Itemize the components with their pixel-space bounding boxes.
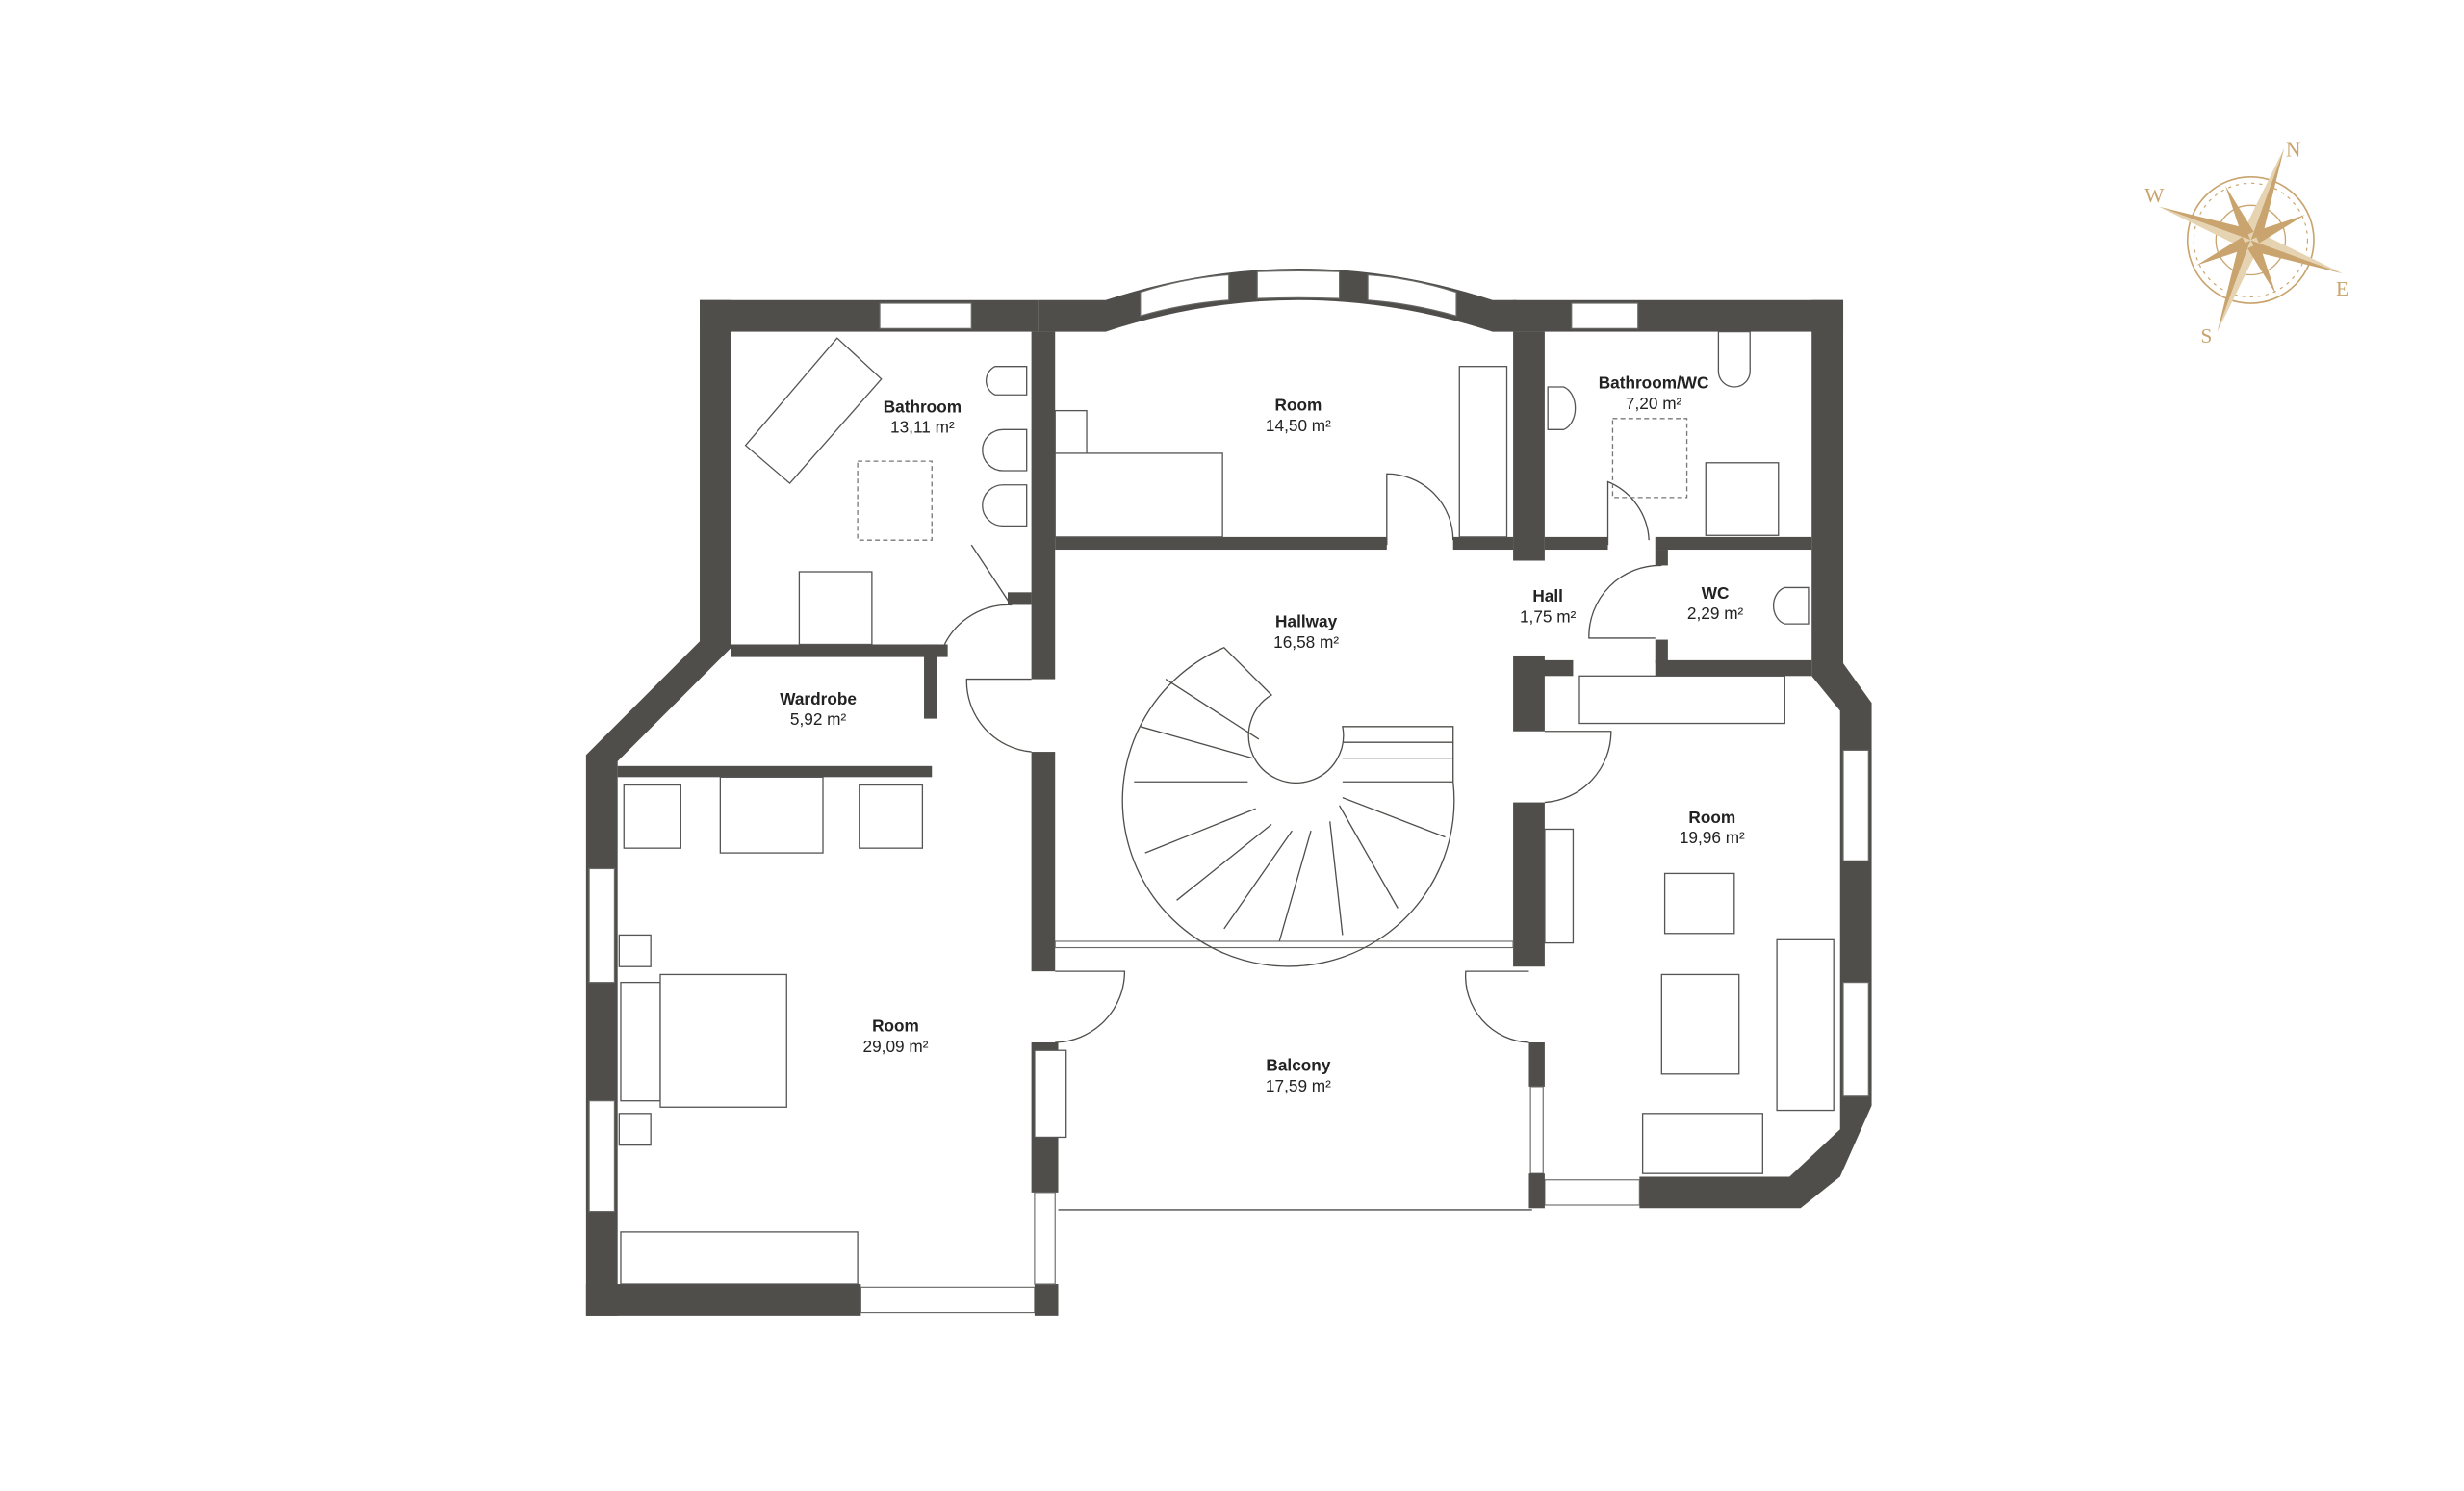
- shower: [798, 571, 873, 646]
- room-area: 7,20 m²: [1626, 394, 1682, 413]
- room-area: 17,59 m²: [1266, 1076, 1331, 1095]
- room-area: 1,75 m²: [1520, 607, 1577, 627]
- room-area: 2,29 m²: [1687, 604, 1744, 623]
- room-area: 19,96 m²: [1680, 828, 1745, 847]
- compass-north: N: [2286, 138, 2300, 161]
- spiral-staircase: [1121, 646, 1455, 967]
- room-name: Room: [1688, 808, 1735, 827]
- compass-rose-icon: N E S W: [2144, 138, 2348, 347]
- compass-west: W: [2144, 184, 2165, 207]
- doors: [943, 473, 1662, 1043]
- room-area: 5,92 m²: [790, 709, 847, 729]
- room-name: Wardrobe: [780, 689, 857, 708]
- furniture: [618, 330, 1835, 1285]
- room-name: Bathroom/WC: [1599, 373, 1709, 393]
- room-area: 16,58 m²: [1273, 632, 1339, 652]
- bathtub: [744, 337, 883, 485]
- room-area: 13,11 m²: [890, 418, 955, 437]
- room-name: Room: [1275, 396, 1322, 415]
- room-labels: Bathroom 13,11 m² Room 14,50 m² Bathroom…: [780, 373, 1745, 1095]
- room-area: 29,09 m²: [863, 1037, 929, 1056]
- room-area: 14,50 m²: [1266, 416, 1331, 435]
- wardrobe-closet: [620, 1231, 859, 1285]
- room-name: WC: [1702, 583, 1730, 603]
- room-name: Hallway: [1275, 611, 1338, 630]
- compass-south: S: [2200, 324, 2212, 347]
- room-name: Bathroom: [884, 397, 962, 416]
- room-name: Balcony: [1266, 1056, 1330, 1075]
- compass-east: E: [2336, 277, 2348, 300]
- room-name: Room: [872, 1016, 919, 1036]
- walls: [585, 268, 1872, 1316]
- shower: [1705, 462, 1780, 536]
- room-name: Hall: [1532, 586, 1563, 605]
